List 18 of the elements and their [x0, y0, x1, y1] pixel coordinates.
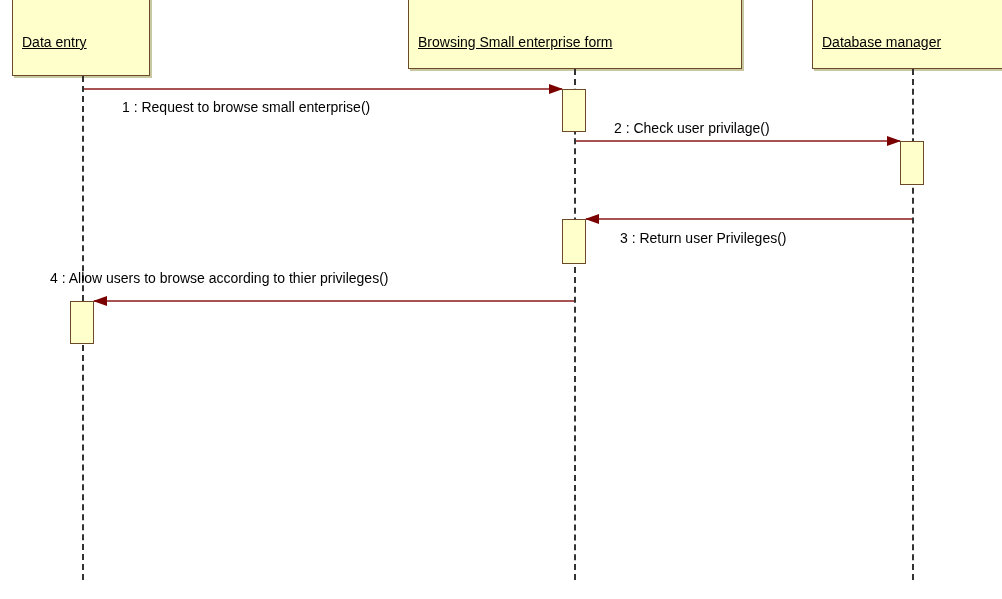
message-arrow [93, 296, 576, 306]
message-label: 2 : Check user privilage() [614, 119, 770, 138]
lifeline-head-box [812, 0, 1002, 69]
lifeline-name: Browsing Small enterprise form [418, 33, 613, 52]
message-arrow [585, 214, 914, 224]
message-label: 4 : Allow users to browse according to thier privileges() [50, 269, 389, 288]
message-arrow [574, 136, 901, 146]
lifeline-head-box [12, 0, 150, 76]
lifeline-name: Database manager [822, 33, 942, 52]
message-label: 1 : Request to browse small enterprise() [122, 98, 371, 117]
lifeline-head-box [408, 0, 742, 69]
activation-bar [562, 89, 586, 132]
message-label: 3 : Return user Privileges() [620, 229, 787, 248]
activation-bar [900, 141, 924, 185]
lifeline-name: Data entry [22, 33, 87, 52]
activation-bar [70, 301, 94, 344]
message-arrow [82, 84, 563, 94]
activation-bar [562, 219, 586, 264]
